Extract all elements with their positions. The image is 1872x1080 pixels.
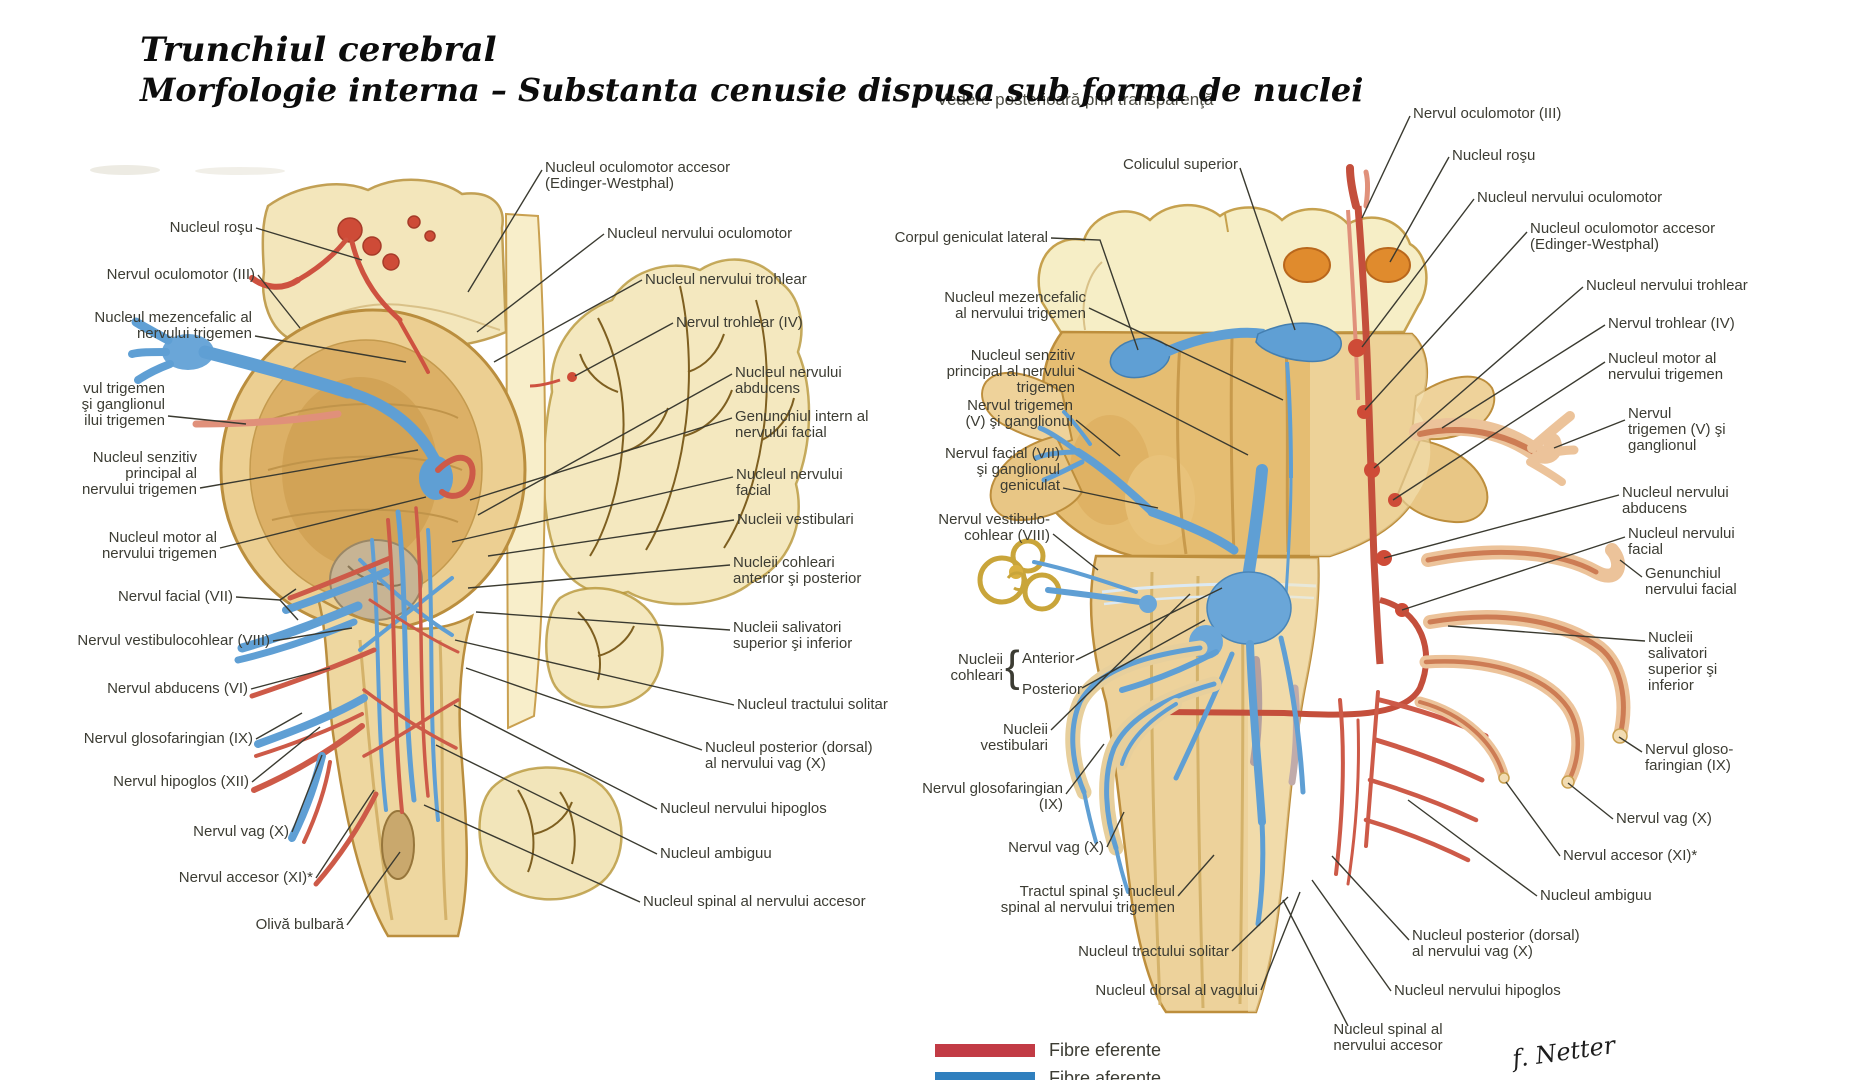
page-subtitle: Morfologie interna – Substanta cenusie d… xyxy=(140,71,1364,109)
posterior-view-illustration xyxy=(977,164,1631,1014)
afferent-color-swatch xyxy=(935,1071,1035,1080)
legend-label: Fibre aferente xyxy=(1049,1067,1162,1080)
view-caption: Vedere posterioară prin transparenţă xyxy=(936,90,1214,109)
legend-row-eferente: Fibre eferente xyxy=(935,1036,1161,1064)
legend-label: Fibre eferente xyxy=(1049,1039,1162,1060)
fiber-legend: Fibre eferente Fibre aferente xyxy=(935,1036,1161,1080)
efferent-color-swatch xyxy=(935,1043,1035,1057)
page-title: Trunchiul cerebral xyxy=(140,30,497,70)
title-block: Trunchiul cerebral Morfologie interna – … xyxy=(140,30,1363,110)
sagittal-section-illustration xyxy=(128,178,811,938)
legend-row-aferente: Fibre aferente xyxy=(935,1064,1161,1080)
